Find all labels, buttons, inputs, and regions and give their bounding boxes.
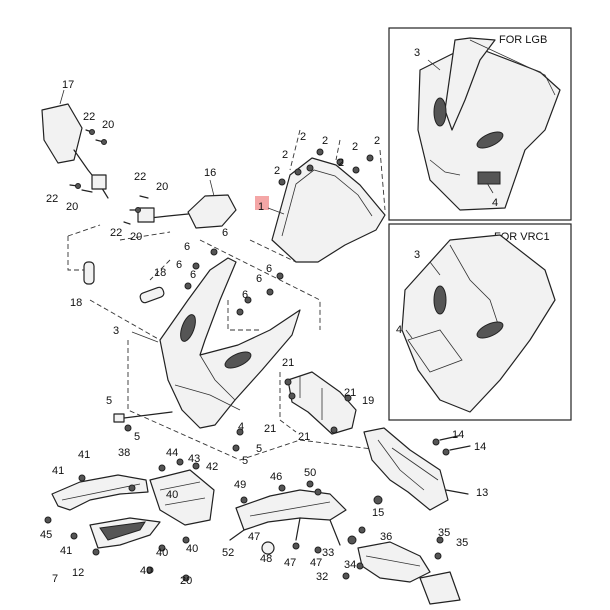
inset-for-vrc1: FOR VRC1 — [388, 223, 572, 421]
callout-22: 22 — [134, 171, 146, 183]
callout-2: 2 — [274, 165, 280, 177]
callout-3: 3 — [113, 325, 119, 337]
callout-21: 21 — [264, 423, 276, 435]
callout-40: 40 — [166, 489, 178, 501]
lower-screws-5 — [113, 411, 244, 452]
callout-40: 40 — [156, 547, 168, 559]
callout-6: 6 — [184, 241, 190, 253]
callout-40: 40 — [140, 565, 152, 577]
lower-right-bracket — [342, 526, 461, 605]
callout-2: 2 — [282, 149, 288, 161]
callout-22: 22 — [83, 111, 95, 123]
callout-3: 3 — [414, 47, 420, 59]
callout-16: 16 — [204, 167, 216, 179]
callout-47: 47 — [284, 557, 296, 569]
cowling-screws-6 — [184, 248, 284, 331]
front-cowling-3 — [127, 239, 321, 461]
gasket-18 — [67, 224, 171, 304]
callout-52: 52 — [222, 547, 234, 559]
callout-22: 22 — [46, 193, 58, 205]
callout-6: 6 — [222, 227, 228, 239]
inset-lgb-title: FOR LGB — [499, 34, 547, 46]
callout-49: 49 — [234, 479, 246, 491]
inset-for-lgb: FOR LGB — [388, 27, 572, 221]
callout-40: 40 — [186, 543, 198, 555]
callout-22: 22 — [110, 227, 122, 239]
callout-15: 15 — [372, 507, 384, 519]
windscreen-screws-2 — [278, 129, 386, 211]
inset-vrc1-title: FOR VRC1 — [494, 231, 550, 243]
callout-38: 38 — [118, 447, 130, 459]
mirror-left-17 — [41, 89, 109, 199]
callout-46: 46 — [270, 471, 282, 483]
callout-5: 5 — [256, 443, 262, 455]
callout-2: 2 — [352, 141, 358, 153]
callout-1: 1 — [258, 201, 264, 213]
center-lower-stay — [229, 480, 357, 555]
callout-20: 20 — [156, 181, 168, 193]
callout-44: 44 — [166, 447, 178, 459]
callout-6: 6 — [266, 263, 272, 275]
callout-13: 13 — [476, 487, 488, 499]
callout-14: 14 — [452, 429, 464, 441]
callout-4: 4 — [396, 324, 402, 336]
callout-labels: 17 22 20 22 20 22 20 16 22 20 18 18 6 6 … — [40, 47, 498, 587]
callout-45: 45 — [40, 529, 52, 541]
callout-5: 5 — [106, 395, 112, 407]
callout-35: 35 — [438, 527, 450, 539]
windscreen-1 — [255, 157, 386, 263]
callout-6: 6 — [242, 289, 248, 301]
callout-5: 5 — [242, 455, 248, 467]
callout-20: 20 — [180, 575, 192, 587]
callout-48: 48 — [260, 553, 272, 565]
cowling-stay-19 — [279, 371, 381, 451]
callout-2: 2 — [374, 135, 380, 147]
callout-5: 5 — [134, 431, 140, 443]
callout-3: 3 — [414, 249, 420, 261]
callout-42: 42 — [206, 461, 218, 473]
callout-18: 18 — [154, 267, 166, 279]
callout-20: 20 — [102, 119, 114, 131]
callout-21: 21 — [344, 387, 356, 399]
callout-17: 17 — [62, 79, 74, 91]
callout-47: 47 — [310, 557, 322, 569]
callout-41: 41 — [52, 465, 64, 477]
mirror-hardware — [69, 129, 149, 225]
callout-50: 50 — [304, 467, 316, 479]
callout-19: 19 — [362, 395, 374, 407]
callout-2: 2 — [322, 135, 328, 147]
callout-7: 7 — [52, 573, 58, 585]
mirror-right-16 — [137, 179, 237, 229]
callout-35: 35 — [456, 537, 468, 549]
callout-4: 4 — [492, 197, 498, 209]
callout-12: 12 — [72, 567, 84, 579]
side-panel-40 — [146, 458, 215, 582]
callout-14: 14 — [474, 441, 486, 453]
callout-33: 33 — [322, 547, 334, 559]
callout-20: 20 — [66, 201, 78, 213]
callout-36: 36 — [380, 531, 392, 543]
callout-41: 41 — [78, 449, 90, 461]
callout-47: 47 — [248, 531, 260, 543]
callout-6: 6 — [256, 273, 262, 285]
callout-4: 4 — [238, 421, 244, 433]
callout-20: 20 — [130, 231, 142, 243]
callout-21: 21 — [298, 431, 310, 443]
callout-41: 41 — [60, 545, 72, 557]
callout-21: 21 — [282, 357, 294, 369]
callout-43: 43 — [188, 453, 200, 465]
front-frame-bracket — [363, 427, 471, 511]
callout-2: 2 — [338, 157, 344, 169]
dashed-guides — [89, 231, 297, 341]
callout-6: 6 — [190, 269, 196, 281]
callout-2: 2 — [300, 131, 306, 143]
callout-34: 34 — [344, 559, 356, 571]
callout-18: 18 — [70, 297, 82, 309]
highlight-marker — [255, 196, 269, 210]
callout-32: 32 — [316, 571, 328, 583]
left-lower-bracket-38 — [44, 474, 161, 556]
callout-6: 6 — [176, 259, 182, 271]
